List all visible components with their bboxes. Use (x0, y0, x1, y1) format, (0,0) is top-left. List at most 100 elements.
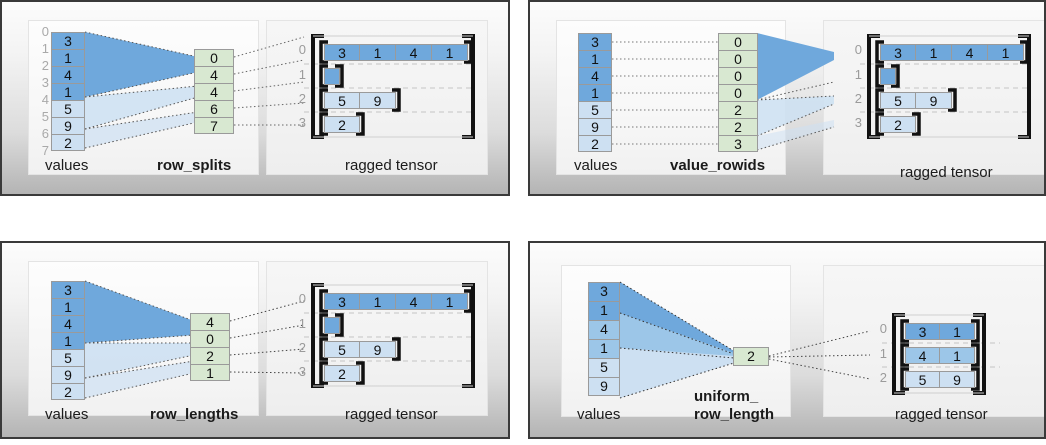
row-bracket (319, 313, 344, 337)
row-bracket (900, 319, 980, 343)
value-cell: 1 (588, 301, 620, 320)
ragged-cell: 4 (905, 347, 940, 364)
ragged-cell: 1 (988, 44, 1024, 61)
ragged-row-index: 0 (298, 291, 306, 306)
ragged-cell: 2 (324, 365, 360, 382)
value-cell: 3 (578, 33, 612, 50)
ragged-cell-empty (324, 68, 340, 85)
encoding-cell: 2 (190, 347, 230, 364)
ragged-cell: 9 (360, 92, 396, 109)
card-ragged-uniform (823, 265, 1044, 417)
ragged-cell: 1 (940, 347, 975, 364)
fan-lines-row-splits (84, 31, 475, 149)
value-cell: 1 (51, 298, 85, 315)
value-cell: 4 (578, 67, 612, 84)
ragged-cell: 4 (396, 44, 432, 61)
ragged-row-index: 0 (854, 42, 862, 57)
values-column-row-lengths: 3 1 4 1 5 9 2 (51, 281, 85, 400)
value-cell: 1 (578, 50, 612, 67)
ragged-row-index: 2 (854, 91, 862, 106)
row-bracket (319, 361, 365, 385)
value-cell: 1 (578, 84, 612, 101)
caption-encoding: row_splits (157, 157, 232, 174)
value-cell: 3 (588, 282, 620, 301)
ragged-cell: 1 (360, 293, 396, 310)
encoding-cell: 0 (190, 330, 230, 347)
caption-values: values (45, 406, 89, 423)
caption-values: values (574, 157, 618, 174)
ragged-cell-empty (880, 68, 896, 85)
encoding-cell: 0 (718, 84, 758, 101)
ragged-cell: 9 (940, 371, 975, 388)
row-bracket (319, 40, 473, 64)
ragged-cell: 1 (360, 44, 396, 61)
gutter-index: 5 (41, 109, 49, 124)
value-cell: 5 (51, 349, 85, 366)
value-cell: 1 (51, 83, 85, 100)
ragged-cell: 9 (360, 341, 396, 358)
encoding-cell: 2 (733, 347, 769, 366)
caption-encoding-line1: uniform_ (694, 388, 759, 405)
gutter-index: 7 (41, 143, 49, 158)
ragged-row-index: 2 (879, 370, 887, 385)
value-cell: 4 (51, 315, 85, 332)
gutter-index: 4 (41, 92, 49, 107)
ragged-row-index: 1 (298, 316, 306, 331)
encoding-cell: 0 (194, 49, 234, 66)
value-cell: 2 (578, 135, 612, 152)
row-bracket (900, 343, 980, 367)
values-column-value-rowids: 3 1 4 1 5 9 2 (578, 33, 612, 152)
encoding-cell: 2 (718, 118, 758, 135)
value-cell: 5 (578, 101, 612, 118)
encoding-cell: 7 (194, 117, 234, 134)
encoding-cell: 0 (718, 67, 758, 84)
row-bracket (319, 88, 401, 112)
caption-encoding: row_lengths (150, 406, 239, 423)
ragged-cell: 2 (324, 116, 360, 133)
ragged-row-index: 3 (298, 364, 306, 379)
panel-uniform-row-length: 3 1 4 1 5 9 2 0 1 2 3 1 (528, 241, 1046, 439)
caption-encoding: value_rowids (670, 157, 766, 174)
encoding-cell: 3 (718, 135, 758, 152)
row-bracket (900, 367, 980, 391)
ragged-cell: 1 (432, 293, 468, 310)
gutter-index: 2 (41, 58, 49, 73)
encoding-cell: 0 (718, 50, 758, 67)
ragged-cell: 4 (952, 44, 988, 61)
ragged-cell: 3 (324, 44, 360, 61)
value-cell: 1 (51, 332, 85, 349)
values-column-row-splits: 3 1 4 1 5 9 2 (51, 32, 85, 151)
ragged-row-index: 2 (298, 340, 306, 355)
ragged-cell: 5 (880, 92, 916, 109)
value-cell: 9 (588, 377, 620, 396)
ragged-cell: 1 (916, 44, 952, 61)
ragged-cell: 9 (916, 92, 952, 109)
panel-row-lengths: 3 1 4 1 5 9 2 4 0 2 1 0 1 2 3 3 1 4 (0, 241, 510, 439)
value-rowids-column: 0 0 0 0 2 2 3 (718, 33, 758, 152)
ragged-cell: 3 (905, 323, 940, 340)
value-cell: 9 (51, 117, 85, 134)
caption-values: values (45, 157, 89, 174)
value-cell: 2 (51, 383, 85, 400)
encoding-cell: 2 (718, 101, 758, 118)
ragged-row-index: 0 (879, 321, 887, 336)
panel-row-splits: 0 1 2 3 4 5 6 7 (0, 0, 510, 196)
card-ragged-row-lengths (266, 261, 488, 416)
values-column-uniform: 3 1 4 1 5 9 (588, 282, 620, 396)
ragged-cell: 3 (880, 44, 916, 61)
ragged-cell: 1 (940, 323, 975, 340)
row-bracket (319, 337, 401, 361)
panel-value-rowids: 3 1 4 1 5 9 2 0 0 0 0 2 2 3 0 1 2 3 (528, 0, 1046, 196)
value-cell: 9 (578, 118, 612, 135)
ragged-row-index: 3 (854, 115, 862, 130)
gutter-index: 0 (41, 24, 49, 39)
value-cell: 2 (51, 134, 85, 151)
fan-lines-value-rowids (612, 33, 1031, 151)
gutter-index: 3 (41, 75, 49, 90)
row-bracket (319, 289, 473, 313)
value-cell: 5 (51, 100, 85, 117)
value-cell: 4 (588, 320, 620, 339)
row-bracket (319, 64, 344, 88)
row-lengths-column: 4 0 2 1 (190, 313, 230, 381)
ragged-row-index: 1 (879, 346, 887, 361)
